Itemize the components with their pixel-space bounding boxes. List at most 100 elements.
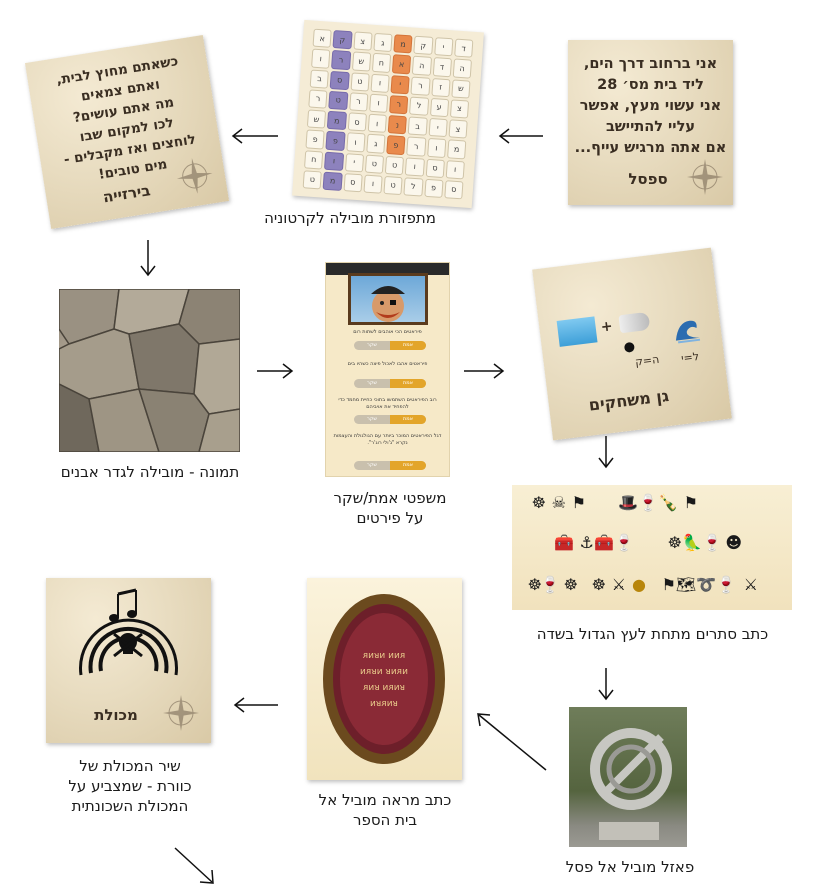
pirate-hat-icon: 🎩 xyxy=(618,493,638,512)
skull-crossbones-icon: ☠ xyxy=(551,493,566,512)
wordsearch-cell[interactable]: ט xyxy=(364,154,385,174)
wordsearch-cell[interactable]: ט xyxy=(302,170,323,190)
wordsearch-cell[interactable]: ע xyxy=(429,97,449,118)
arrow-right-icon xyxy=(464,363,505,379)
true-false-toggle[interactable]: אמת שקר xyxy=(354,415,426,424)
wordsearch-cell[interactable]: ד xyxy=(432,57,452,77)
wordsearch-cell[interactable]: ט xyxy=(350,71,370,92)
wine-glass-icon: 🍷 xyxy=(638,493,658,512)
wordsearch-cell[interactable]: ט xyxy=(328,90,348,111)
card-title: מכולת xyxy=(94,706,138,724)
wordsearch-cell[interactable]: י xyxy=(390,74,410,95)
wordsearch-cell[interactable]: ר xyxy=(389,94,409,115)
wine-glass-icon: 🍷 xyxy=(702,533,722,552)
wordsearch-cell[interactable]: י xyxy=(428,117,448,138)
stone-wall-photo xyxy=(59,289,240,452)
wordsearch-cell[interactable]: ר xyxy=(348,92,369,112)
wordsearch-cell[interactable]: ב xyxy=(309,69,330,89)
wordsearch-cell[interactable]: ק xyxy=(413,35,433,56)
ship-wheel-icon: ☸ xyxy=(527,575,542,594)
wordsearch-cell[interactable]: צ xyxy=(448,119,468,139)
wordsearch-cell[interactable]: ק xyxy=(332,30,353,50)
wordsearch-cell[interactable]: ט xyxy=(383,175,403,196)
wordsearch-cell[interactable]: פ xyxy=(386,135,406,155)
wordsearch-cell[interactable]: ח xyxy=(304,149,324,170)
pirate-face-icon: ☻ xyxy=(725,533,742,552)
wordsearch-cell[interactable]: ס xyxy=(347,112,367,132)
wordsearch-cell[interactable]: י xyxy=(433,37,454,57)
wordsearch-cell[interactable]: ס xyxy=(343,172,363,193)
wordsearch-cell[interactable]: מ xyxy=(327,110,347,131)
true-false-toggle[interactable]: אמת שקר xyxy=(354,461,426,470)
arrow-right-icon xyxy=(257,363,294,379)
wordsearch-cell[interactable]: ג xyxy=(373,32,393,53)
quiz-question: דגל הפיראטים המוכר ביותר עם הגולגולת והע… xyxy=(333,433,442,446)
svg-text:ᴎᴚᴙᴎᴚ: ᴎᴚᴙᴎᴚ xyxy=(370,699,398,709)
wordsearch-cell[interactable]: י xyxy=(344,152,364,173)
wordsearch-cell[interactable]: ל xyxy=(403,177,424,197)
riddle-line: אני עשוי מעץ, אפשר xyxy=(579,98,722,114)
wine-glass-icon: 🍷 xyxy=(540,575,560,594)
wordsearch-cell[interactable]: צ xyxy=(449,99,470,119)
grocery-card: מכולת xyxy=(46,578,211,743)
wordsearch-cell[interactable]: ו xyxy=(426,138,447,158)
wordsearch-cell[interactable]: ו xyxy=(324,151,344,171)
sword-icon: ⚔ xyxy=(743,575,758,594)
wordsearch-cell[interactable]: ו xyxy=(367,113,387,134)
wordsearch-cell[interactable]: ס xyxy=(425,158,445,178)
wordsearch-cell[interactable]: ו xyxy=(445,159,465,180)
wordsearch-cell[interactable]: ד xyxy=(453,38,474,58)
wordsearch-cell[interactable]: נ xyxy=(387,115,408,135)
wordsearch-cell[interactable]: ב xyxy=(407,116,428,136)
true-false-toggle[interactable]: אמת שקר xyxy=(354,379,426,388)
wordsearch-cell[interactable]: ה xyxy=(452,58,472,79)
wordsearch-cell[interactable]: ס xyxy=(329,70,350,90)
stones-caption: תמונה - מובילה לגדר אבנים xyxy=(60,463,240,481)
wordsearch-cell[interactable]: ו xyxy=(368,93,389,113)
wordsearch-cell[interactable]: ר xyxy=(410,76,431,96)
map-icon: 🗺 xyxy=(675,575,696,594)
wordsearch-cell[interactable]: ה xyxy=(412,55,432,76)
wordsearch-cell[interactable]: ר xyxy=(406,136,426,157)
wordsearch-cell[interactable]: ס xyxy=(444,179,464,200)
equation: ה=ק xyxy=(634,352,660,369)
true-false-toggle[interactable]: אמת שקר xyxy=(354,341,426,350)
wordsearch-cell[interactable]: מ xyxy=(446,139,467,159)
wine-glass-icon: 🍷 xyxy=(614,533,634,552)
pirate-flag-icon: ⚑ xyxy=(661,575,676,594)
wordsearch-cell[interactable]: ז xyxy=(430,77,451,97)
wordsearch-cell[interactable]: ו xyxy=(370,73,390,93)
wordsearch-cell[interactable]: ש xyxy=(306,109,327,129)
wordsearch-cell[interactable]: פ xyxy=(305,129,325,150)
wordsearch-cell[interactable]: מ xyxy=(322,171,343,191)
plus-sign: + xyxy=(599,318,614,336)
wordsearch-cell[interactable]: פ xyxy=(325,131,346,151)
wordsearch-cell[interactable]: א xyxy=(391,54,412,74)
wordsearch-cell[interactable]: ו xyxy=(363,174,383,194)
wordsearch-cell[interactable]: א xyxy=(312,28,332,49)
wordsearch-cell[interactable]: ו xyxy=(311,48,331,69)
wordsearch-cell[interactable]: צ xyxy=(352,31,373,51)
wordsearch-cell[interactable]: ר xyxy=(308,89,328,109)
wordsearch-cell[interactable]: ל xyxy=(409,96,429,116)
treasure-chest-icon: 🧰 xyxy=(554,533,574,552)
wordsearch-cell[interactable]: מ xyxy=(393,34,413,54)
wordsearch-cell[interactable]: ר xyxy=(331,50,351,70)
wordsearch-cell[interactable]: ט xyxy=(384,155,405,175)
arrow-up-left-icon xyxy=(477,713,547,771)
riddle-line: אם אתה מרגיש עייף... xyxy=(574,140,727,156)
wordsearch-cell[interactable]: ח xyxy=(371,53,392,73)
compass-rose-icon xyxy=(163,695,199,731)
wordsearch-cell[interactable]: ש xyxy=(351,51,371,72)
svg-text:ᴙᴎᴚᴎ ᴎᴎᴙ: ᴙᴎᴚᴎ ᴎᴎᴙ xyxy=(363,651,406,661)
wordsearch-cell[interactable]: ג xyxy=(366,133,386,154)
wordsearch-cell[interactable]: ו xyxy=(405,156,425,177)
wordsearch-cell[interactable]: ו xyxy=(345,132,366,152)
treasure-chest-icon: 🧰 xyxy=(594,533,614,552)
grocery-caption: שיר המכולת של כוורת - שמצביע על המכולת ה… xyxy=(68,757,192,815)
wordsearch-caption: מתפזורת מובילה לקרטוניה xyxy=(264,209,436,227)
wordsearch-cell[interactable]: פ xyxy=(423,178,444,198)
arrow-left-icon xyxy=(231,128,278,144)
arrow-down-icon xyxy=(598,668,614,701)
wordsearch-cell[interactable]: ש xyxy=(451,78,471,99)
